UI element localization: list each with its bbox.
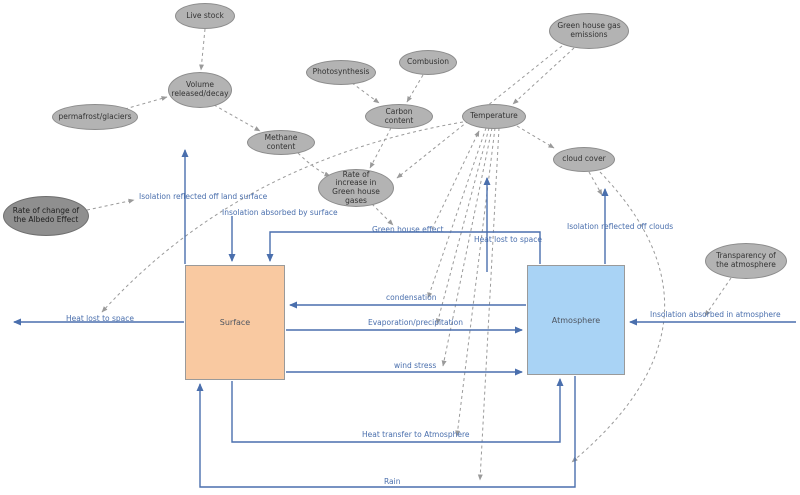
link-temperature-cloud-cover (516, 125, 555, 149)
flow-label-evaporation-precipitation: Evaporation/precipitation (368, 318, 463, 327)
flow-label-wind-stress: wind stress (394, 361, 437, 370)
link-ghg-emissions-rate-increase (396, 45, 563, 179)
link-photosynthesis-carbon (351, 82, 380, 104)
node-live-stock[interactable]: Live stock (175, 3, 235, 29)
flow-label-heat-transfer-atmosphere: Heat transfer to Atmosphere (362, 430, 470, 439)
node-temperature[interactable]: Temperature (462, 104, 526, 129)
link-permafrost-volume (124, 96, 168, 110)
link-rate-increase-greenhouse-effect (371, 203, 394, 226)
link-temperature-heat-lost-left-arc (101, 121, 464, 313)
link-cloud-cover-rain-arc (571, 171, 666, 463)
flow-label-greenhouse-effect: Green house effect (372, 225, 444, 234)
link-temperature-evaporation (435, 127, 490, 325)
flow-label-rain: Rain (384, 477, 401, 486)
link-temperature-heat-transfer (455, 127, 496, 437)
node-green-house-gas-emissions[interactable]: Green house gas emissions (549, 13, 629, 49)
flow-label-heat-lost-space-left: Heat lost to space (66, 314, 134, 323)
flow-label-condensation: condensation (386, 293, 437, 302)
flow-rain-arrow (196, 376, 576, 488)
link-temperature-wind-stress (441, 127, 493, 367)
node-carbon-content[interactable]: Carbon content (365, 104, 433, 129)
link-carbon-rate-increase (369, 127, 392, 169)
link-albedo-reflected-land (86, 198, 135, 211)
node-combusion[interactable]: Combusion (399, 50, 457, 75)
node-permafrost-glaciers[interactable]: permafrost/glaciers (52, 104, 138, 130)
link-livestock-volume (199, 28, 206, 71)
node-methane-content[interactable]: Methane content (247, 130, 315, 155)
link-cloud-cover-reflected-clouds (588, 171, 603, 196)
node-transparency-atmosphere[interactable]: Transparency of the atmosphere (705, 243, 787, 279)
flow-heat-transfer-atmosphere-arrow (231, 378, 564, 443)
flow-label-isolation-reflected-clouds: Isolation reflected off clouds (567, 222, 674, 231)
link-volume-methane (213, 104, 261, 132)
node-volume-released-decay[interactable]: Volume released/decay (168, 72, 232, 108)
link-ghg-emissions-temperature (512, 47, 575, 105)
flow-label-insolation-absorbed-atmosphere: Insolation absorbed in atmosphere (650, 310, 781, 319)
node-surface[interactable]: Surface (185, 265, 285, 380)
flow-greenhouse-effect-arrow (266, 231, 541, 264)
link-greenhouse-effect-temperature (431, 130, 480, 230)
flow-label-heat-lost-space-mid: Heat lost to space (474, 235, 542, 244)
node-rate-increase-ghg[interactable]: Rate of increase in Green house gases (318, 169, 394, 207)
node-cloud-cover[interactable]: cloud cover (553, 147, 615, 172)
node-atmosphere[interactable]: Atmosphere (527, 265, 625, 375)
node-photosynthesis[interactable]: Photosynthesis (306, 60, 376, 85)
flow-label-isolation-reflected-land: Isolation reflected off land surface (139, 192, 268, 201)
link-transparency-insolation-atm (704, 277, 732, 317)
flow-label-insolation-absorbed-surface: Insolation absorbed by surface (222, 208, 338, 217)
node-albedo-effect[interactable]: Rate of change of the Albedo Effect (3, 196, 89, 236)
link-combusion-carbon (406, 74, 424, 103)
link-temperature-rain (477, 127, 500, 481)
